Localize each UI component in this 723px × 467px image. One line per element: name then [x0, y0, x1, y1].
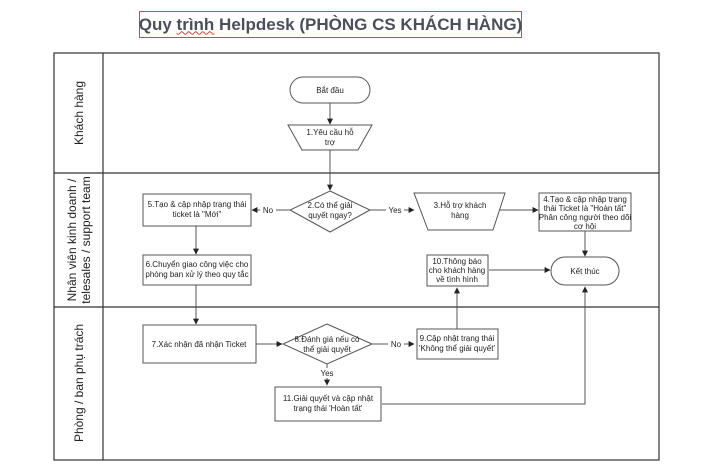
- node-3-line: 3.Hỗ trợ khách: [434, 201, 487, 210]
- decision-shape: [281, 323, 374, 365]
- node-10-line: cho khách hàng: [429, 266, 486, 275]
- edge-n11-to-end: [382, 286, 588, 405]
- lane-label-sales: Nhân viên kinh doanh /telesales / suppor…: [65, 176, 93, 303]
- node-4-line: Phân công người theo dõi: [539, 213, 632, 222]
- edge-label-bg: [388, 339, 404, 349]
- swimlane-frame: [53, 52, 660, 461]
- process-shape: [416, 328, 499, 360]
- diagram-title-box: Quy trình Helpdesk (PHÒNG CS KHÁCH HÀNG): [139, 11, 522, 38]
- connectors: [193, 103, 588, 405]
- lane-label-sales-line-2: telesales / support team: [79, 176, 93, 303]
- node-11-line: 11.Giải quyết và cập nhật: [283, 394, 374, 403]
- node-1-line: 1.Yêu cầu hỗ: [306, 128, 354, 137]
- process-shape: [142, 254, 252, 286]
- node-7-text: 7.Xác nhận đã nhận Ticket: [152, 340, 248, 349]
- node-10-line: 10.Thông báo: [432, 257, 482, 266]
- node-end: Kết thúc: [550, 256, 620, 286]
- lane-border: [53, 52, 660, 461]
- manual-operation-shape: [413, 192, 506, 231]
- lane-label-dept: Phòng / ban phụ trách: [72, 324, 86, 442]
- edge-label-n8-yes: Yes: [320, 369, 333, 378]
- node-10-line: về tình hình: [436, 275, 478, 284]
- lane-label-customer-line: Khách hàng: [72, 81, 86, 145]
- edge-label-bg: [260, 205, 276, 215]
- node-6-line: phòng ban xử lý theo quy tắc: [145, 270, 248, 279]
- terminator-shape: [289, 76, 371, 104]
- node-7-confirm-ticket: 7.Xác nhận đã nhận Ticket: [142, 324, 257, 364]
- lane-label-customer: Khách hàng: [72, 81, 86, 145]
- node-start-line: Bắt đầu: [316, 86, 344, 95]
- node-start-text: Bắt đầu: [316, 86, 344, 95]
- node-8-line: 8.Đánh giá nếu có: [295, 335, 360, 344]
- edge-label-n2-no: No: [263, 206, 274, 215]
- process-shape: [142, 193, 252, 227]
- node-11-line: trạng thái 'Hoàn tất': [294, 404, 363, 413]
- edge-label-bg: [386, 205, 404, 215]
- node-8-line: thể giải quyết: [303, 345, 351, 354]
- node-9-text: 9.Cập nhật trạng thái'Không thể giải quy…: [419, 334, 495, 353]
- node-end-line: Kết thúc: [570, 267, 599, 276]
- edge-label-n8-no: No: [391, 340, 402, 349]
- node-start: Bắt đầu: [289, 76, 371, 104]
- node-5-line: 5.Tạo & cập nhập trạng thái: [148, 200, 247, 209]
- node-5-line: ticket là "Mới": [173, 210, 222, 219]
- node-2-line: quyết ngay?: [308, 211, 352, 220]
- node-6-line: 6.Chuyển giao công việc cho: [146, 260, 249, 269]
- process-shape: [538, 192, 632, 232]
- process-shape: [426, 254, 489, 287]
- node-9-cannot-resolve: 9.Cập nhật trạng thái'Không thể giải quy…: [416, 328, 499, 360]
- process-shape: [142, 324, 257, 364]
- edge-label-bg: [318, 368, 336, 378]
- node-9-line: 'Không thể giải quyết': [419, 344, 495, 353]
- terminator-shape: [550, 256, 620, 286]
- title-suffix: Helpdesk (PHÒNG CS KHÁCH HÀNG): [214, 14, 523, 34]
- node-4-line: 4.Tạo & cập nhập trạng: [543, 195, 627, 204]
- node-7-line: 7.Xác nhận đã nhận Ticket: [152, 340, 248, 349]
- edge-label-n2-yes: Yes: [388, 206, 401, 215]
- lane-label-sales-line-1: Nhân viên kinh doanh /: [65, 178, 79, 301]
- node-1-line: trợ: [325, 138, 336, 147]
- lane-label-dept-line: Phòng / ban phụ trách: [72, 324, 86, 442]
- node-3-line: hàng: [451, 211, 469, 220]
- node-2-line: 2.Có thể giải: [308, 201, 353, 210]
- node-9-line: 9.Cập nhật trạng thái: [420, 334, 495, 343]
- node-4-line: thái Ticket là "Hoàn tất": [544, 204, 627, 213]
- decision-shape: [288, 190, 372, 233]
- node-end-text: Kết thúc: [570, 267, 599, 276]
- title-spellchecked-word: trình: [176, 14, 215, 34]
- process-shape: [274, 386, 382, 422]
- diagram-title: Quy trình Helpdesk (PHÒNG CS KHÁCH HÀNG): [139, 15, 523, 35]
- node-4-line: cơ hội: [574, 222, 596, 231]
- title-prefix: Quy: [138, 14, 177, 34]
- manual-operation-shape: [287, 124, 373, 151]
